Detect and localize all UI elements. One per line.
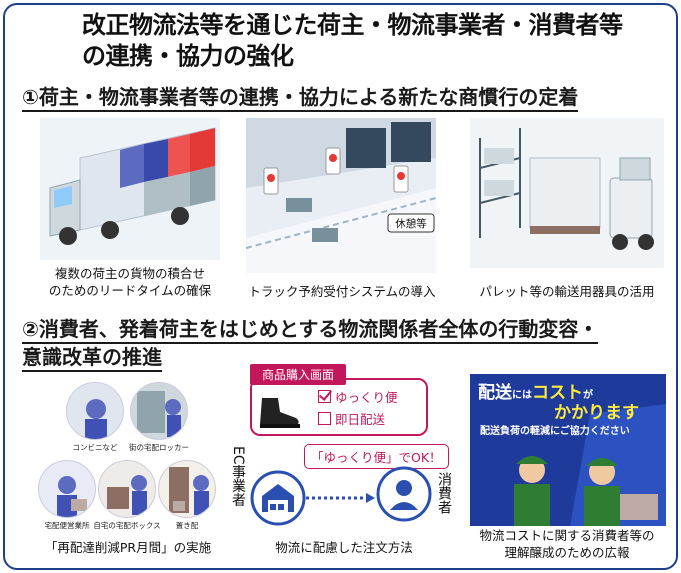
caption-order-method: 物流に配慮した注文方法 [275, 540, 413, 555]
consumer-icon [376, 466, 432, 522]
poster-subtitle: 配送負荷の軽減にご協力ください [480, 426, 630, 437]
home-box-photo [98, 460, 156, 518]
shoe-icon [260, 398, 300, 428]
section1-heading-text: ①荷主・物流事業者等の連携・協力による新たな商慣行の定着 [22, 85, 579, 112]
checkbox-empty-icon [318, 412, 331, 425]
section2-heading-line-1: ②消費者、発着荷主をはじめとする物流関係者全体の行動変容・ [22, 317, 599, 344]
ec-operator-label: EC事業者 [230, 446, 246, 507]
caption-truck: 複数の荷主の貨物の積合せ のためのリードタイムの確保 [30, 265, 230, 299]
truck-consolidation-image [40, 118, 220, 260]
convenience-store-photo [66, 382, 124, 440]
truck-reservation-image: 休憩等 [246, 118, 436, 273]
circle-caption-home-box: 自宅の宅配ボックス [93, 521, 161, 530]
caption-truck-line-2: のためのリードタイムの確保 [48, 283, 212, 298]
section2-heading-line-2: 意識改革の推進 [22, 345, 162, 372]
circle-caption-leave-at-door: 置き配 [175, 521, 199, 530]
caption-poster: 物流コストに関する消費者等の 理解醸成のための広報 [458, 527, 676, 561]
caption-pallet: パレット等の輸送用器具の活用 [479, 284, 655, 299]
poster-headline-c: コスト [532, 383, 583, 403]
option-same-day-label: 即日配送 [335, 412, 386, 427]
title-line-2: の連携・協力の強化 [82, 42, 294, 70]
slow-ok-bubble: 「ゆっくり便」でOK！ [304, 444, 449, 469]
circle-caption-office: 宅配便営業所 [44, 521, 90, 530]
title-line-1: 改正物流法等を通じた荷主・物流事業者・消費者等 [82, 11, 623, 39]
circle-caption-convenience: コンビニなど [72, 443, 118, 452]
arrow-icon [306, 493, 375, 503]
poster-headline-e: かかります [554, 403, 639, 423]
option-same-day: 即日配送 [318, 409, 385, 428]
checkbox-checked-icon [318, 390, 331, 403]
consumer-label: 消費者 [436, 472, 452, 514]
section2-heading: ②消費者、発着荷主をはじめとする物流関係者全体の行動変容・ 意識改革の推進 [22, 316, 599, 372]
poster-headline-a: 配送 [478, 383, 512, 403]
locker-photo [130, 382, 188, 440]
caption-poster-line-1: 物流コストに関する消費者等の [479, 528, 655, 543]
page-title: 改正物流法等を通じた荷主・物流事業者・消費者等 の連携・協力の強化 [82, 10, 672, 72]
warehouse-icon [250, 470, 306, 526]
poster-headline-d: が [583, 390, 593, 401]
caption-reservation: トラック予約受付システムの導入 [248, 284, 436, 299]
poster-headline-top: 配送にはコストが [478, 378, 593, 403]
circle-caption-locker: 街の宅配ロッカー [129, 443, 189, 452]
pallet-forklift-image [470, 118, 664, 268]
leave-at-door-photo [158, 460, 216, 518]
poster-headline-b: には [512, 390, 532, 401]
caption-poster-line-2: 理解醸成のための広報 [504, 545, 630, 560]
caption-redelivery-pr: 「再配達削減PR月間」の実施 [44, 540, 212, 555]
option-slow-delivery: ゆっくり便 [318, 387, 398, 406]
purchase-screen-tag: 商品購入画面 [250, 364, 346, 385]
delivery-cost-poster: 配送にはコストが かかります 配送負荷の軽減にご協力ください [470, 374, 666, 526]
caption-truck-line-1: 複数の荷主の貨物の積合せ [54, 266, 205, 281]
section1-heading: ①荷主・物流事業者等の連携・協力による新たな商慣行の定着 [22, 84, 579, 112]
rest-area-label: 休憩等 [395, 218, 427, 230]
delivery-office-photo [38, 460, 96, 518]
option-slow-delivery-label: ゆっくり便 [335, 390, 398, 405]
